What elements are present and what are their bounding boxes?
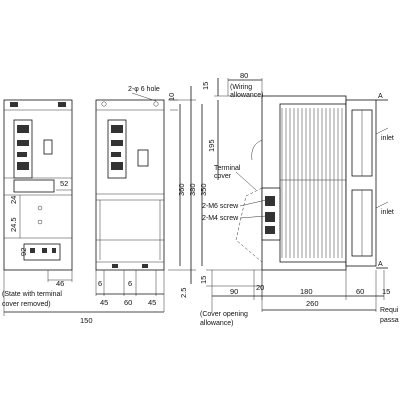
dim-15-bottom: 15 [199,276,208,284]
hole-label: 2-φ 6 hole [128,86,160,93]
dim-45-right: 45 [148,298,156,307]
dim-92: 92 [19,248,28,256]
dim-150: 150 [80,316,93,325]
section-a-bottom: A [378,261,383,268]
dim-6-left: 6 [98,279,102,288]
dim-350: 350 [199,183,208,196]
terminal-cover-line1: Terminal [214,165,241,172]
wiring-allowance-line1: (Wiring [230,84,252,91]
dim-10: 10 [167,93,176,101]
state-note-line2: cover removed) [2,301,51,308]
state-note-line1: (State with terminal [2,291,62,298]
dim-260: 260 [306,299,319,308]
dim-195: 195 [207,139,216,152]
dim-24-5: 24.5 [9,217,18,232]
section-a-top: A [378,93,383,100]
wiring-allowance-line2: allowance) [230,92,263,99]
dim-15-top: 15 [201,82,210,90]
heatsink-fins [280,108,346,258]
dim-60-middle: 60 [124,298,132,307]
front-unit-view [95,99,165,271]
dim-2-5: 2.5 [179,288,188,298]
m6-screw-label: 2-M6 screw [202,203,239,210]
dim-24: 24 [9,196,18,204]
dim-15-right: 15 [382,287,390,296]
inlet-bottom-label: inlet [381,209,394,216]
dim-6-right: 6 [128,279,132,288]
dim-46: 46 [56,279,64,288]
required-passage-line2: passa [380,317,399,324]
dim-80: 80 [240,71,248,80]
side-unit-view [235,95,377,271]
m4-screw-label: 2-M4 screw [202,215,239,222]
inlet-top-label: inlet [381,135,394,142]
dim-90: 90 [230,287,238,296]
dim-380: 380 [188,183,197,196]
dim-360: 360 [177,183,186,196]
cover-allowance-line2: allowance) [200,320,233,327]
dim-20: 20 [256,283,264,292]
dim-52: 52 [60,179,68,188]
required-passage-line1: Requi [380,307,399,314]
dim-180: 180 [300,287,313,296]
terminal-cover-line2: cover [214,173,232,180]
cover-allowance-line1: (Cover opening [200,311,248,318]
dim-60-right: 60 [356,287,364,296]
dim-45-left: 45 [100,298,108,307]
left-unit-view [3,99,73,271]
